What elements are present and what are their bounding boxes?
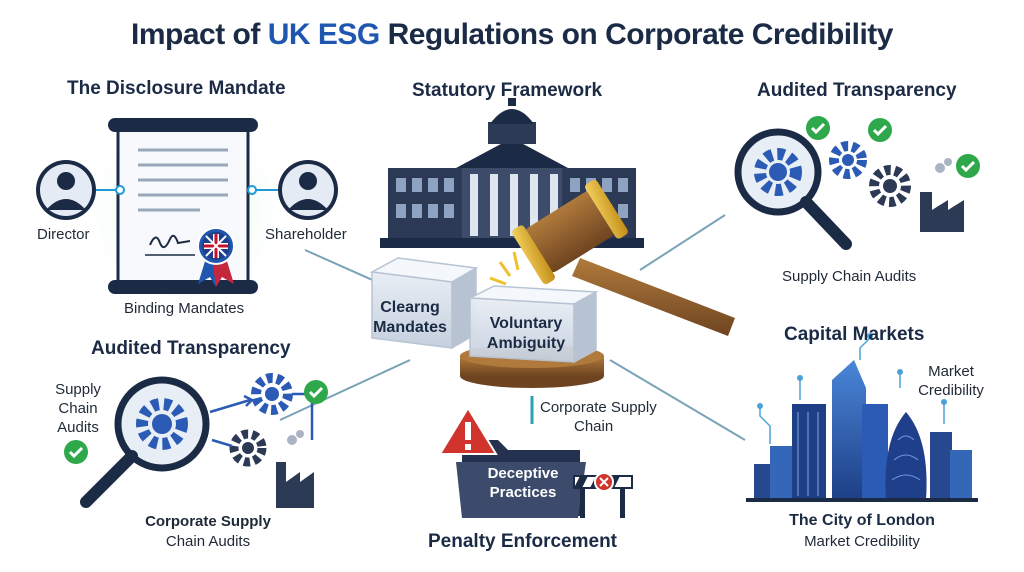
- penalty-folder-icon: [456, 396, 586, 518]
- title-suffix: Regulations on Corporate Credibility: [379, 18, 894, 51]
- penalty-heading: Penalty Enforcement: [428, 531, 617, 552]
- audit-magnifier-top-icon: [734, 128, 964, 250]
- director-label: Director: [37, 226, 90, 243]
- gavel-icon: [489, 179, 735, 336]
- warning-icon: [438, 406, 498, 455]
- title-accent: UK ESG: [267, 18, 381, 51]
- capital-markets-heading: Capital Markets: [784, 324, 925, 345]
- disclosure-mandate-icon: [75, 105, 295, 315]
- shareholder-avatar: [278, 160, 338, 220]
- supply-chain-audits-label: Supply Chain Audits: [782, 268, 917, 285]
- check-icons-top: [806, 116, 980, 178]
- statutory-heading: Statutory Framework: [412, 80, 603, 101]
- barrier-icon: [573, 472, 633, 518]
- binding-mandates-label: Binding Mandates: [124, 300, 245, 317]
- city-skyline-icon: [746, 333, 978, 502]
- disclosure-heading: The Disclosure Mandate: [67, 78, 286, 99]
- check-icons-left: [64, 380, 328, 464]
- title-prefix: Impact of: [131, 18, 268, 51]
- shareholder-label: Shareholder: [265, 226, 347, 243]
- page-title: Impact of UK ESG Regulations on Corporat…: [0, 18, 1024, 52]
- audited-top-heading: Audited Transparency: [757, 80, 957, 101]
- ambiguity-block: [467, 285, 599, 364]
- audited-left-heading: Audited Transparency: [91, 338, 291, 359]
- audit-magnifier-left-icon: [80, 373, 314, 508]
- director-avatar: [36, 160, 96, 220]
